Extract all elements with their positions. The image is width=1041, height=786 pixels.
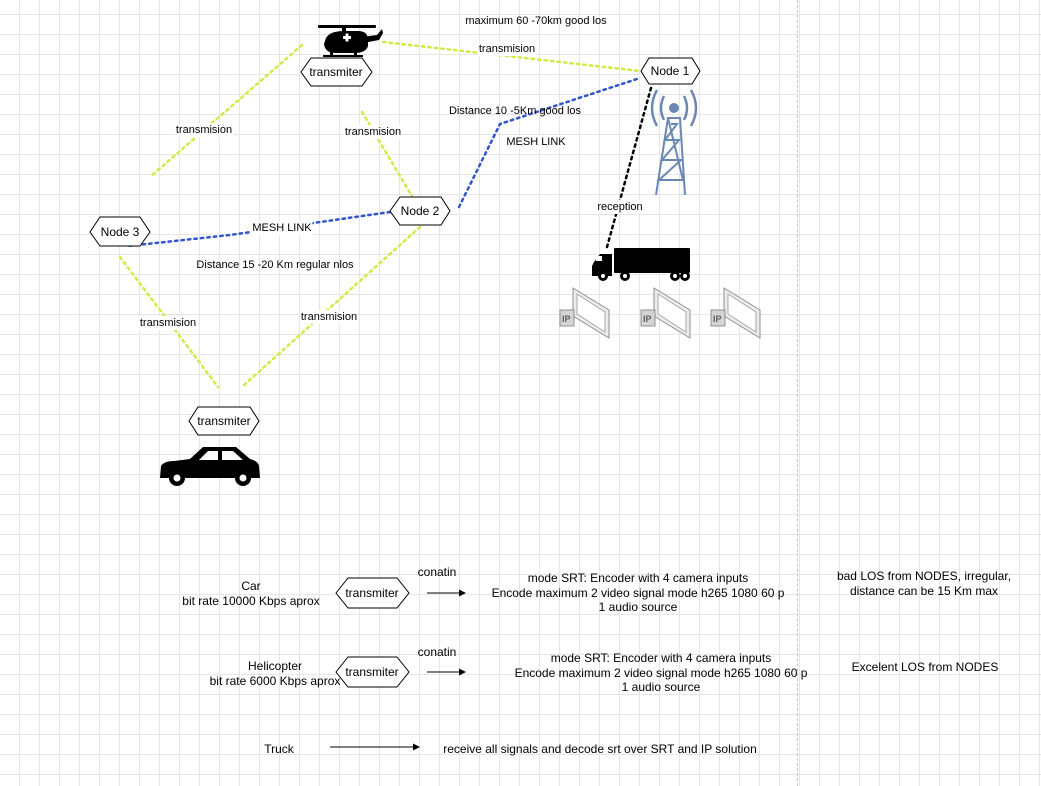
legend-heli-arrow-label: conatin (417, 645, 457, 659)
page-divider (797, 0, 798, 786)
mesh-link-node2-node3 (126, 210, 392, 248)
node2-node3-distance-label: Distance 15 -20 Km regular nlos (196, 259, 354, 271)
reception-link-node1-truck (605, 86, 653, 249)
node3-car-link-label: transmision (138, 316, 198, 330)
heli-node1-range-label: maximum 60 -70km good los (465, 15, 607, 27)
legend-car-transmitter-shape[interactable] (335, 577, 410, 609)
svg-text:IP: IP (562, 314, 571, 324)
node-1-label: Node 1 (650, 64, 690, 78)
node-3-label: Node 3 (100, 225, 140, 239)
car-icon (160, 447, 260, 486)
node1-node2-mesh-label: MESH LINK (505, 135, 567, 149)
link-node2-car (241, 225, 422, 388)
heli-transmitter-shape[interactable] (300, 57, 373, 87)
legend-car-note: bad LOS from NODES, irregular, distance … (836, 569, 1012, 598)
svg-text:IP: IP (713, 314, 722, 324)
legend-car-arrowhead (459, 589, 466, 597)
ip-camera-icon: IP (559, 287, 610, 339)
node1-node2-distance-label: Distance 10 -5Km good los (448, 105, 582, 117)
link-heli-node3 (148, 43, 304, 179)
legend-car-title: Car bit rate 10000 Kbps aprox (182, 579, 320, 608)
legend-truck-description: receive all signals and decode srt over … (443, 742, 757, 756)
mesh-link-node1-node2 (457, 76, 642, 209)
legend-heli-arrowhead (459, 668, 466, 676)
truck-icon (592, 248, 690, 281)
node2-node3-mesh-label: MESH LINK (251, 221, 313, 235)
node1-truck-reception-label: reception (596, 200, 644, 214)
legend-heli-transmitter-label: transmiter (345, 665, 399, 679)
legend-heli-note: Excelent LOS from NODES (851, 660, 999, 674)
heli-node3-link-label: transmision (174, 123, 234, 137)
legend-truck-title: Truck (264, 742, 294, 756)
antenna-tower-icon (650, 89, 698, 196)
heli-node1-link-label: transmision (477, 42, 537, 56)
legend-heli-transmitter-shape[interactable] (335, 656, 410, 688)
ip-camera-icon: IP (710, 287, 761, 339)
legend-arrows (330, 589, 466, 751)
legend-car-transmitter-label: transmiter (345, 586, 399, 600)
car-transmitter-label: transmiter (197, 414, 251, 428)
ip-camera-icon: IP (640, 287, 691, 339)
legend-heli-title: Helicopter bit rate 6000 Kbps aprox (209, 659, 341, 688)
legend-truck-arrowhead (413, 743, 420, 751)
node-2-shape[interactable] (389, 196, 451, 226)
node2-car-link-label: transmision (299, 310, 359, 324)
heli-transmitter-label: transmiter (309, 65, 363, 79)
node-3-shape[interactable] (89, 216, 151, 247)
legend-heli-description: mode SRT: Encoder with 4 camera inputs E… (514, 651, 808, 694)
heli-node2-link-label: transmision (343, 125, 403, 139)
car-transmitter-shape[interactable] (188, 406, 260, 436)
svg-text:IP: IP (643, 314, 652, 324)
legend-car-arrow-label: conatin (417, 565, 457, 579)
node-1-shape[interactable] (640, 57, 701, 85)
link-heli-node1 (381, 40, 642, 73)
helicopter-icon (318, 25, 383, 57)
legend-car-description: mode SRT: Encoder with 4 camera inputs E… (491, 571, 785, 614)
node-2-label: Node 2 (400, 204, 440, 218)
